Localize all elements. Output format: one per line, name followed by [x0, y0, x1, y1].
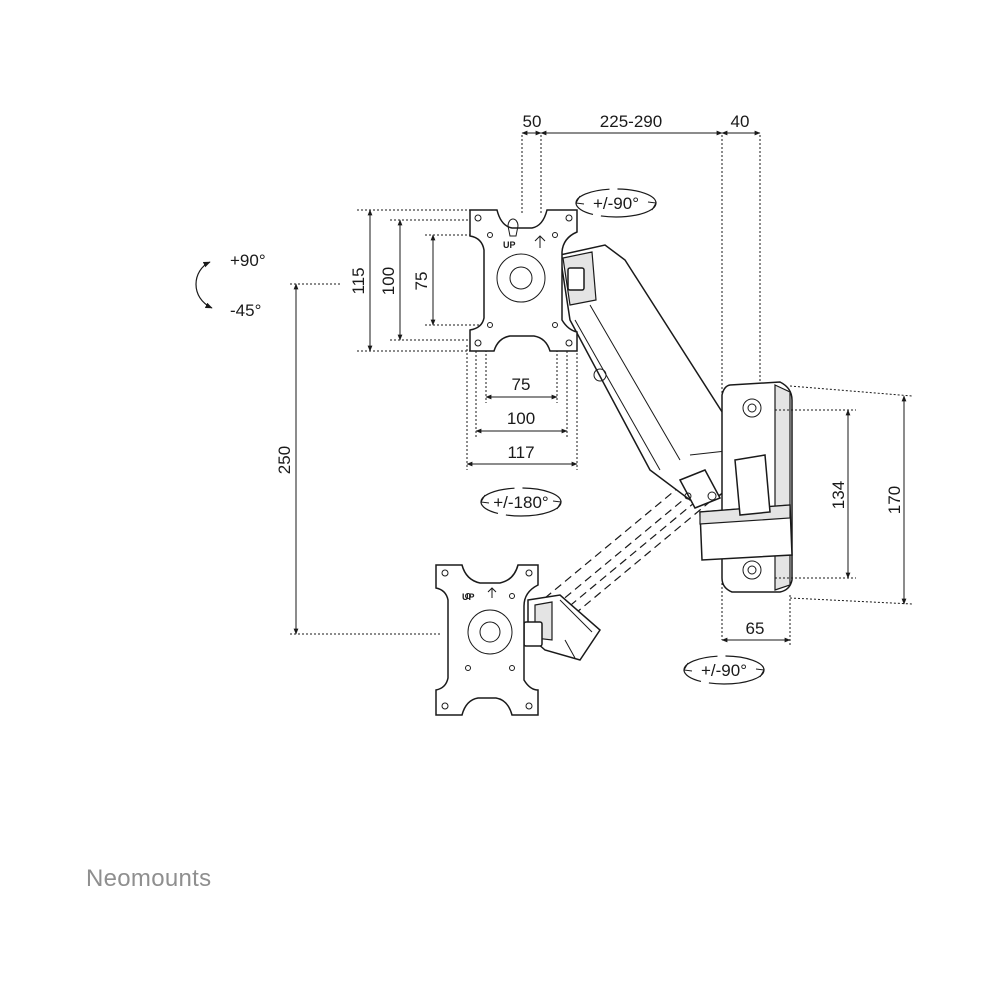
dim-arm-reach-label: 225-290	[600, 112, 662, 131]
wall-plate-depth-label: 65	[746, 619, 765, 638]
height-range-dimension: 250	[275, 283, 440, 635]
rotate-indicator: +/-180°	[480, 487, 562, 517]
swivel-top-label: +/-90°	[593, 194, 639, 213]
raised-plate-up-label: UP	[503, 240, 516, 250]
rotate-label: +/-180°	[493, 493, 548, 512]
tilt-indicator: +90° -45°	[195, 251, 266, 320]
wall-plate-height-label: 170	[885, 486, 904, 514]
plate-width-100-label: 100	[507, 409, 535, 428]
wall-bracket	[699, 381, 793, 593]
raised-arm	[559, 244, 746, 509]
tilt-down-label: -45°	[230, 301, 261, 320]
swivel-bottom-indicator: +/-90°	[683, 655, 765, 685]
plate-height-100-label: 100	[379, 267, 398, 295]
tilt-up-label: +90°	[230, 251, 266, 270]
brand-logo-text: Neomounts	[86, 865, 211, 892]
plate-height-75-label: 75	[412, 272, 431, 291]
wall-plate-dimensions: 134 170 65	[721, 385, 913, 645]
plate-width-117-label: 117	[507, 443, 534, 462]
plate-width-75-label: 75	[512, 375, 531, 394]
swivel-top-indicator: +/-90°	[575, 188, 657, 218]
swivel-bottom-label: +/-90°	[701, 661, 747, 680]
plate-height-115-label: 115	[349, 267, 368, 294]
dim-wall-depth-label: 40	[731, 112, 750, 131]
lower-plate-up-label: UP	[462, 592, 475, 602]
raised-vesa-plate: UP	[469, 209, 578, 352]
wall-plate-hole-spacing-label: 134	[829, 481, 848, 509]
lowered-arm-ghost	[544, 477, 713, 623]
plate-width-dimensions: 75 100 117	[466, 322, 578, 470]
height-range-label: 250	[275, 446, 294, 474]
plate-height-dimensions: 115 100 75	[349, 209, 488, 352]
lowered-vesa-plate: UP	[435, 564, 539, 716]
dim-offset-label: 50	[523, 112, 542, 131]
lowered-arm-front	[523, 594, 601, 661]
